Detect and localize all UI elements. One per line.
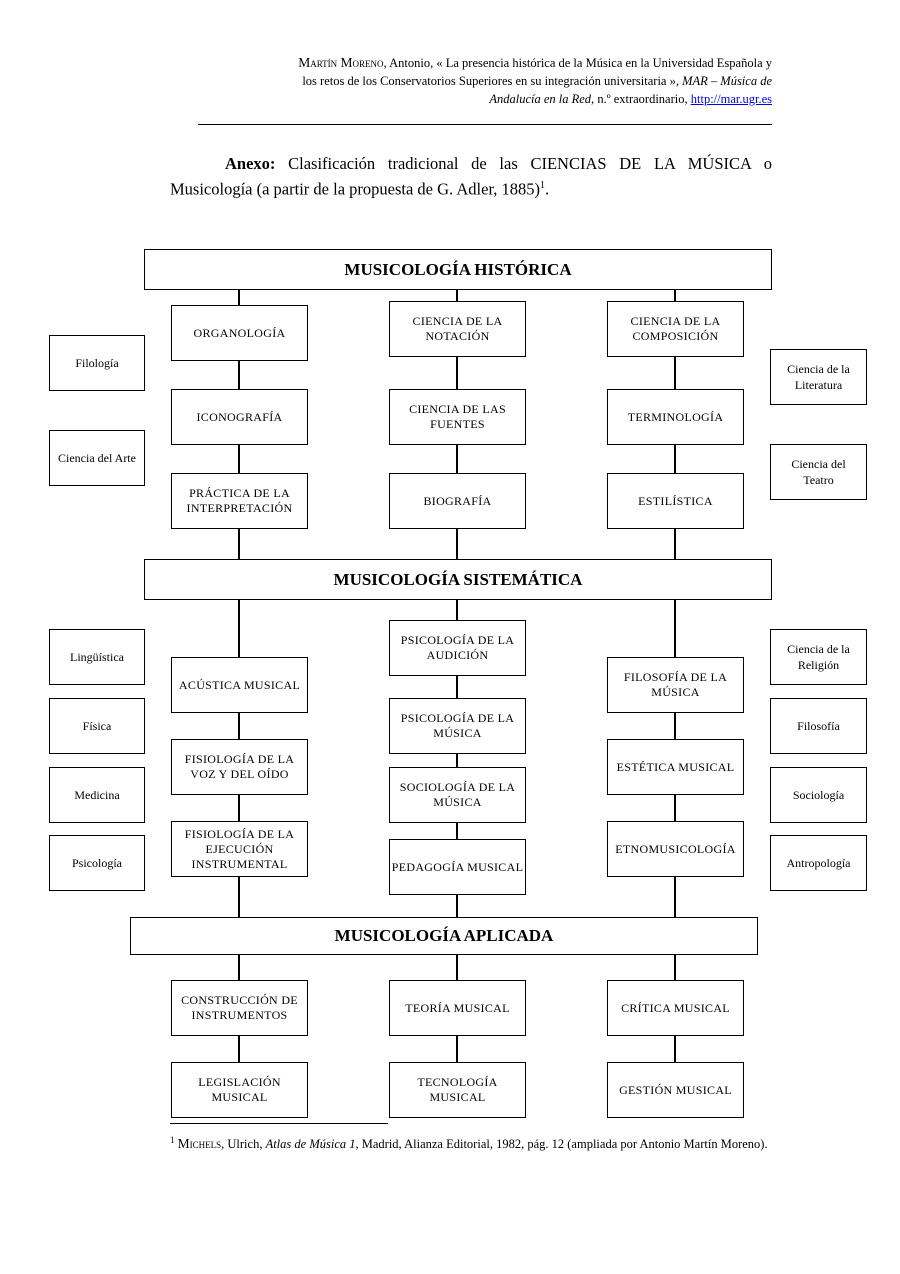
side-ciencia-arte: Ciencia del Arte	[49, 430, 145, 486]
header-url-link[interactable]: http://mar.ugr.es	[690, 92, 772, 106]
box-acustica-musical: Acústica musical	[171, 657, 308, 713]
header-line-2-text: los retos de los Conservatorios Superior…	[302, 74, 679, 88]
side-sociologia: Sociología	[770, 767, 867, 823]
box-fisiologia-ejecucion: Fisiología de la ejecución instrumental	[171, 821, 308, 877]
connector-s-col2	[456, 599, 458, 917]
header-rule	[198, 124, 772, 125]
side-psicologia: Psicología	[49, 835, 145, 891]
box-biografia: Biografía	[389, 473, 526, 529]
side-medicina: Medicina	[49, 767, 145, 823]
header-journal: MAR – Música de	[682, 74, 772, 88]
header-journal-cont: Andalucía en la Red,	[489, 92, 595, 106]
side-ciencia-literatura: Ciencia de la Literatura	[770, 349, 867, 405]
box-tecnologia-musical: Tecnología musical	[389, 1062, 526, 1118]
annex-label: Anexo:	[225, 154, 276, 173]
box-gestion-musical: Gestión musical	[607, 1062, 744, 1118]
footnote-before-title: , Ulrich,	[221, 1137, 266, 1152]
footnote-author: Michels	[177, 1136, 222, 1152]
box-ciencia-notacion: Ciencia de la notación	[389, 301, 526, 357]
box-pedagogia-musical: Pedagogía musical	[389, 839, 526, 895]
page-header: Martín Moreno, Antonio, « La presencia h…	[170, 54, 772, 108]
header-line-1: Martín Moreno, Antonio, « La presencia h…	[170, 54, 772, 72]
box-fisiologia-voz-oido: Fisiología de la voz y del oído	[171, 739, 308, 795]
box-iconografia: Iconografía	[171, 389, 308, 445]
box-teoria-musical: Teoría musical	[389, 980, 526, 1036]
annex-title: Anexo: Clasificación tradicional de las …	[170, 153, 772, 201]
box-sociologia-musica: Sociología de la música	[389, 767, 526, 823]
header-line-3: Andalucía en la Red, n.º extraordinario,…	[170, 90, 772, 108]
box-construccion-instrumentos: Construcción de instrumentos	[171, 980, 308, 1036]
header-issue: n.º extraordinario,	[594, 92, 691, 106]
side-ciencia-teatro: Ciencia del Teatro	[770, 444, 867, 500]
footnote-rest: Madrid, Alianza Editorial, 1982, pág. 12…	[358, 1137, 768, 1152]
box-ciencia-composicion: Ciencia de la composición	[607, 301, 744, 357]
footnote-rule	[170, 1123, 388, 1124]
box-organologia: Organología	[171, 305, 308, 361]
header-author-rest: , Antonio, « La presencia histórica de l…	[383, 56, 772, 70]
band-musicologia-historica: Musicología histórica	[144, 249, 772, 290]
box-legislacion-musical: Legislación musical	[171, 1062, 308, 1118]
annex-footnote-ref[interactable]: 1	[540, 180, 546, 191]
footnote-number: 1	[170, 1135, 175, 1145]
side-ciencia-religion: Ciencia de la Religión	[770, 629, 867, 685]
box-estilistica: Estilística	[607, 473, 744, 529]
footnote-title: Atlas de Música 1,	[265, 1137, 359, 1152]
box-psicologia-audicion: Psicología de la audición	[389, 620, 526, 676]
side-fisica: Física	[49, 698, 145, 754]
footnote: 1 Michels, Ulrich, Atlas de Música 1, Ma…	[170, 1132, 772, 1153]
side-linguistica: Lingüística	[49, 629, 145, 685]
annex-text: Clasificación tradicional de las CIENCIA…	[170, 154, 772, 199]
box-terminologia: Terminología	[607, 389, 744, 445]
box-ciencia-fuentes: Ciencia de las fuentes	[389, 389, 526, 445]
box-etnomusicologia: Etnomusicología	[607, 821, 744, 877]
band-musicologia-sistematica: Musicología sistemática	[144, 559, 772, 600]
band-musicologia-aplicada: Musicología aplicada	[130, 917, 758, 955]
box-practica-interpretacion: Práctica de la interpretación	[171, 473, 308, 529]
box-estetica-musical: Estética musical	[607, 739, 744, 795]
header-line-2: los retos de los Conservatorios Superior…	[170, 72, 772, 90]
annex-tail: .	[545, 179, 550, 199]
side-filologia: Filología	[49, 335, 145, 391]
box-critica-musical: Crítica musical	[607, 980, 744, 1036]
header-author: Martín Moreno	[298, 55, 384, 70]
box-filosofia-musica: Filosofía de la música	[607, 657, 744, 713]
side-antropologia: Antropología	[770, 835, 867, 891]
side-filosofia: Filosofía	[770, 698, 867, 754]
box-psicologia-musica: Psicología de la música	[389, 698, 526, 754]
